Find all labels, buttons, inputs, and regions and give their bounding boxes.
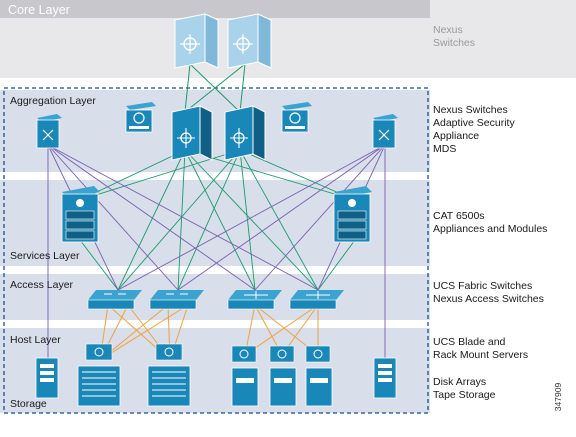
core-nexus-switch-2-icon xyxy=(227,13,272,69)
side-label-aggregation-line-1: Nexus Switches xyxy=(433,104,508,116)
aggregation-nexus-switch-2-icon xyxy=(224,105,266,161)
side-label-core-line-1: Nexus xyxy=(433,24,463,36)
side-label-host-line-2: Rack Mount Servers xyxy=(433,349,529,361)
ucs-fabric-switch-1-icon xyxy=(87,290,142,310)
side-label-aggregation-line-4: MDS xyxy=(433,143,457,155)
side-label-host-line-1: UCS Blade and xyxy=(433,336,506,348)
green-links xyxy=(79,149,356,291)
nexus-access-switch-2-icon xyxy=(289,290,344,310)
cat6500-2-icon xyxy=(333,186,372,243)
asa-appliance-1-icon xyxy=(125,102,156,133)
host-layer-band xyxy=(0,328,430,413)
side-label-storage-line-1: Disk Arrays xyxy=(433,376,487,388)
nexus-access-switch-1-icon xyxy=(227,290,282,310)
aggregation-nexus-switch-1-icon xyxy=(171,105,213,161)
side-label-access-line-1: UCS Fabric Switches xyxy=(433,280,533,292)
side-label-aggregation-line-2: Adaptive Security xyxy=(433,117,515,129)
side-label-core: Nexus Switches xyxy=(433,24,475,50)
host-layer-label: Host Layer xyxy=(10,334,61,346)
side-label-storage-line-2: Tape Storage xyxy=(433,389,496,401)
side-label-access-line-2: Nexus Access Switches xyxy=(433,293,544,305)
ucs-blade-server-1-icon xyxy=(77,343,121,407)
side-label-access: UCS Fabric Switches Nexus Access Switche… xyxy=(433,280,544,306)
aggregation-layer-band xyxy=(0,90,430,172)
side-label-host: UCS Blade and Rack Mount Servers xyxy=(433,336,528,362)
side-label-storage: Disk Arrays Tape Storage xyxy=(433,376,495,402)
access-layer-band xyxy=(0,274,430,320)
services-layer-label: Services Layer xyxy=(10,250,80,262)
figure-id-text: 347909 xyxy=(553,382,564,412)
side-label-aggregation-line-3: Appliance xyxy=(433,130,480,142)
cat6500-1-icon xyxy=(61,186,100,243)
ucs-blade-server-2-icon xyxy=(147,343,191,407)
ucs-fabric-switch-2-icon xyxy=(149,290,204,310)
rack-mount-server-1-icon xyxy=(231,345,259,407)
side-label-services-line-1: CAT 6500s xyxy=(433,210,485,222)
tape-storage-icon xyxy=(373,357,397,399)
figure-id: 347909 xyxy=(553,378,568,418)
core-layer-label: Core Layer xyxy=(8,3,70,17)
storage-label: Storage xyxy=(10,398,47,410)
core-title-bar xyxy=(0,0,430,18)
side-label-services: CAT 6500s Appliances and Modules xyxy=(433,210,547,236)
core-nexus-switch-1-icon xyxy=(174,13,219,69)
disk-array-icon xyxy=(35,357,59,399)
purple-links xyxy=(47,144,386,360)
aggregation-layer-label: Aggregation Layer xyxy=(10,95,96,107)
mds-switch-2-icon xyxy=(372,114,398,149)
asa-appliance-2-icon xyxy=(281,102,312,133)
mds-switch-1-icon xyxy=(36,114,62,149)
core-links xyxy=(184,63,246,113)
datacenter-boundary xyxy=(3,87,429,414)
rack-mount-server-3-icon xyxy=(305,345,333,407)
rack-mount-server-2-icon xyxy=(269,345,297,407)
access-layer-label: Access Layer xyxy=(10,279,74,291)
side-label-services-line-2: Appliances and Modules xyxy=(433,223,548,235)
side-label-core-line-2: Switches xyxy=(433,37,476,49)
side-label-aggregation: Nexus Switches Adaptive Security Applian… xyxy=(433,104,515,156)
